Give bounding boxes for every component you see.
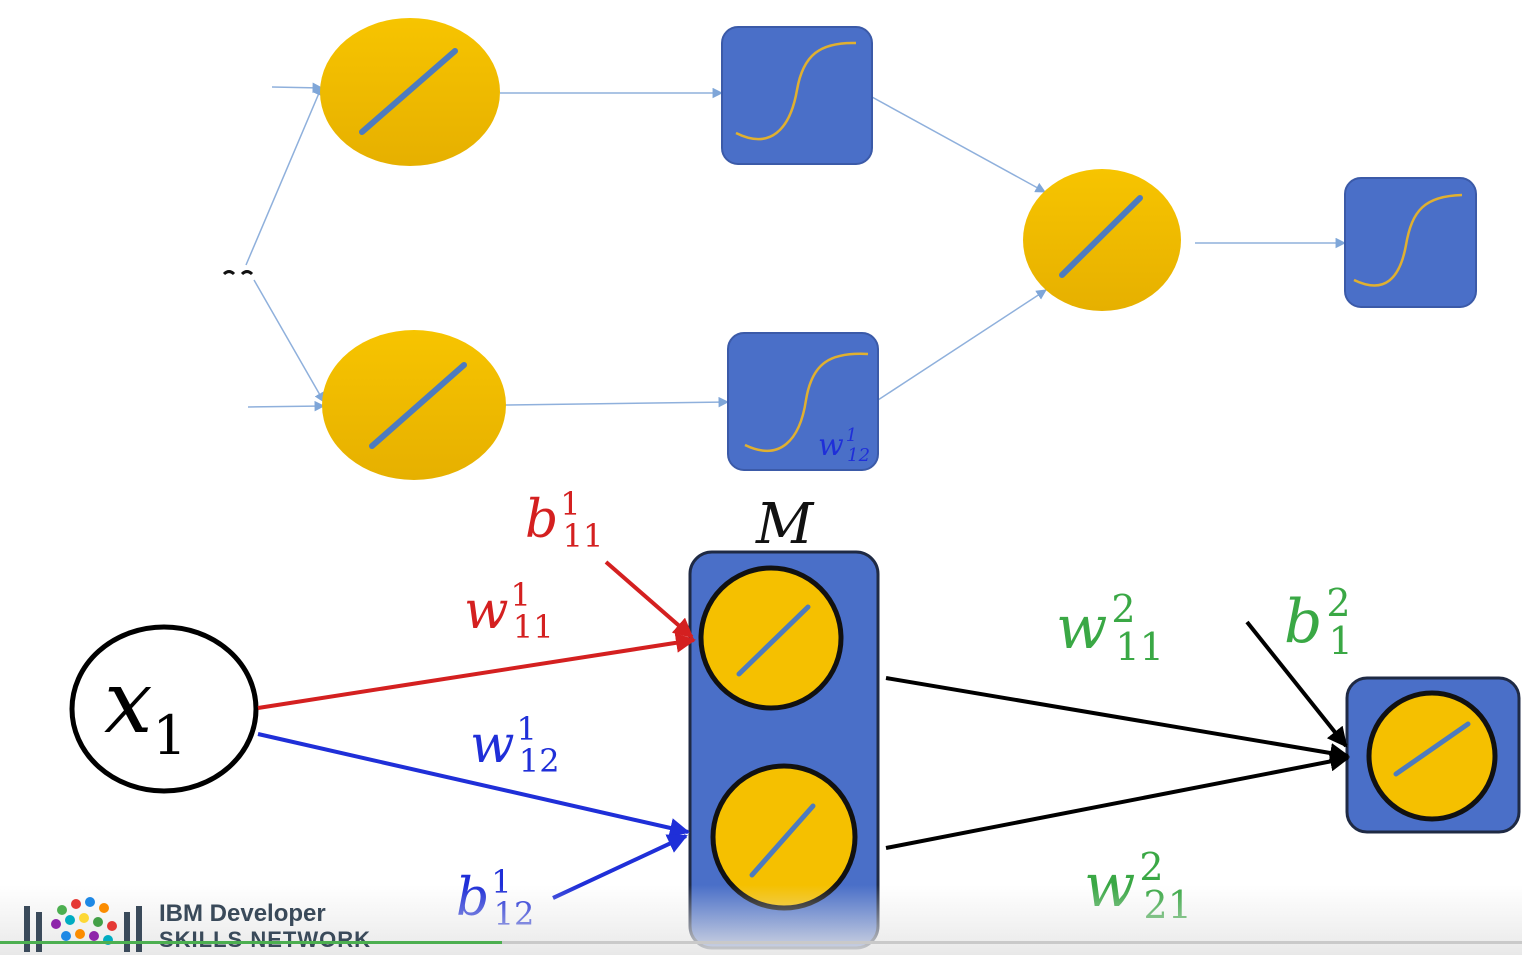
edge-b21-black	[1245, 620, 1348, 748]
linear-neuron-bottom	[322, 330, 506, 480]
input-x-fragment	[222, 270, 254, 276]
svg-text:x1: x1	[104, 653, 187, 767]
edge-b11-red	[604, 560, 694, 639]
brand-watermark: IBM Developer SKILLS NETWORK	[22, 892, 371, 952]
edge-input-top-stub	[271, 82, 324, 94]
hidden-neuron-2	[710, 763, 858, 911]
edge-input-bottom-stub	[247, 400, 326, 412]
sigmoid-box-top	[721, 26, 873, 165]
hidden-neuron-1	[698, 565, 844, 711]
edge-w211-black	[885, 676, 1350, 763]
video-progress-fill	[0, 941, 503, 944]
hidden-layer-label: M	[755, 492, 815, 557]
brand-text: IBM Developer SKILLS NETWORK	[159, 900, 371, 952]
input-node-x1: x1	[69, 624, 259, 794]
ibm-developer-skills-network-logo	[24, 897, 142, 952]
edge-split-down	[253, 279, 325, 403]
top-network-edges	[245, 82, 1347, 412]
edge-w11-red	[257, 632, 696, 710]
edge-w12-blue	[257, 732, 690, 838]
edge-sigmoid1-to-linear3	[871, 96, 1046, 193]
linear-neuron-top	[320, 18, 500, 166]
edge-linear2-to-sigmoid2	[504, 396, 730, 408]
edge-sigmoid2-to-linear3	[877, 289, 1047, 401]
edge-split-up	[245, 85, 324, 266]
output-neuron	[1366, 690, 1498, 822]
brand-line-2: SKILLS NETWORK	[159, 927, 371, 952]
video-progress-bar[interactable]	[0, 941, 1522, 944]
edge-w221-black	[885, 751, 1350, 850]
sigmoid-box-output	[1344, 177, 1477, 308]
brand-line-1: IBM Developer	[159, 900, 326, 927]
linear-neuron-output	[1023, 169, 1181, 311]
